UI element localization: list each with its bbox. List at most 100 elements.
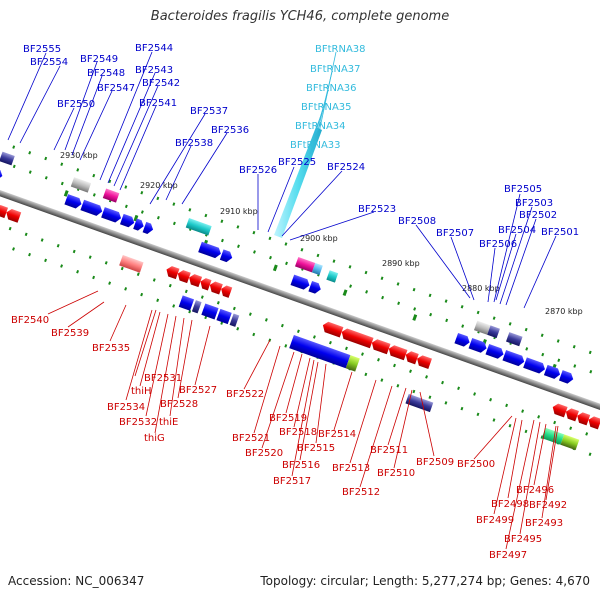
gene-label: BF2520	[245, 448, 283, 459]
gene-label: BF2544	[135, 43, 173, 54]
gene-reverse	[166, 266, 180, 280]
gene-label: BF2532	[119, 417, 157, 428]
accession-text: Accession: NC_006347	[8, 574, 145, 588]
gene-label: BF2525	[278, 157, 316, 168]
gene-forward	[523, 357, 545, 374]
gene-reverse	[552, 403, 568, 418]
gene-reverse	[341, 328, 374, 349]
gene-label: BF2541	[139, 98, 177, 109]
gene-label: BF2550	[57, 99, 95, 110]
gene-label: BF2502	[519, 210, 557, 221]
gene-label: BF2511	[370, 445, 408, 456]
gene-reverse	[209, 281, 223, 295]
ruler-label: 2870 kbp	[545, 307, 583, 316]
forward-label-group: BF2555 BF2554 BF2549 BF2548 BF2547 BF255…	[23, 43, 579, 250]
reverse-genes	[0, 205, 600, 434]
gene-reverse	[417, 355, 432, 370]
trna-label: BFtRNA36	[306, 83, 357, 94]
gene-label: BF2537	[190, 106, 228, 117]
gene-label: BF2495	[504, 534, 542, 545]
gene-label: thiE	[159, 417, 178, 428]
genome-backbone	[0, 162, 600, 438]
map-title: Bacteroides fragilis YCH46, complete gen…	[150, 9, 450, 24]
gene-label: BF2501	[541, 227, 579, 238]
gene-label: BF2492	[529, 500, 567, 511]
gene-label: BF2547	[97, 83, 135, 94]
gene-label: BF2527	[179, 385, 217, 396]
gene-reverse	[189, 274, 203, 288]
gene-label: BF2512	[342, 487, 380, 498]
trna-cluster-bar	[274, 127, 322, 238]
gene-forward	[198, 241, 221, 259]
gene-label: BF2535	[92, 343, 130, 354]
trna-label: BFtRNA34	[295, 121, 346, 132]
gene-reverse	[0, 205, 9, 219]
gene-label: BF2548	[87, 68, 125, 79]
gene-label: BF2513	[332, 463, 370, 474]
gene-label: BF2522	[226, 389, 264, 400]
gene-forward	[142, 221, 154, 234]
gene-label: BF2506	[479, 239, 517, 250]
gene-forward	[558, 370, 574, 384]
gene-reverse	[565, 408, 579, 422]
gene-label: BF2515	[297, 443, 335, 454]
forward-genes	[0, 165, 574, 384]
gene-label: BF2493	[525, 518, 563, 529]
gene-label: BF2510	[377, 468, 415, 479]
gene-label: BF2531	[144, 373, 182, 384]
gene-label: BF2524	[327, 162, 365, 173]
gene-reverse	[177, 270, 191, 284]
gene-label: BF2523	[358, 204, 396, 215]
gene-forward	[290, 274, 310, 290]
gene-label: BF2543	[135, 65, 173, 76]
forward-leaders	[7, 51, 557, 309]
gene-reverse	[577, 412, 591, 426]
reverse-leaders	[47, 290, 559, 550]
gene-reverse	[200, 278, 212, 291]
gene-reverse	[371, 339, 391, 355]
gene-label: BF2538	[175, 138, 213, 149]
gene-label: BF2517	[273, 476, 311, 487]
gene-forward	[308, 280, 321, 294]
gene-label: BF2549	[80, 54, 118, 65]
gene-forward	[219, 249, 233, 263]
gene-label: BF2534	[107, 402, 145, 413]
gene-label: BF2528	[160, 399, 198, 410]
gene-label: BF2509	[416, 457, 454, 468]
gene-forward	[64, 194, 82, 209]
gene-label: BF2516	[282, 460, 320, 471]
gene-reverse	[221, 285, 233, 298]
gene-forward	[133, 218, 144, 231]
gene-label: BF2505	[504, 184, 542, 195]
trna-label: BFtRNA33	[290, 140, 341, 151]
rna-leaders	[309, 51, 337, 155]
ruler-label: 2900 kbp	[300, 234, 338, 243]
gene-reverse	[588, 416, 600, 430]
gene-forward	[454, 332, 470, 347]
ruler-labels: 2930 kbp 2920 kbp 2910 kbp 2900 kbp 2890…	[60, 151, 583, 316]
gene-label: BF2504	[498, 225, 536, 236]
ruler-label: 2910 kbp	[220, 207, 258, 216]
gene-label: BF2555	[23, 44, 61, 55]
gene-label: BF2499	[476, 515, 514, 526]
gene-label: BF2508	[398, 216, 436, 227]
forward-feature-boxes	[0, 151, 523, 347]
gene-label: thiH	[131, 386, 152, 397]
gene-label: BF2518	[279, 427, 317, 438]
gene-forward	[502, 350, 525, 367]
gene-forward	[101, 207, 122, 223]
gene-label: BF2521	[232, 433, 270, 444]
rna-label-group: BFtRNA38 BFtRNA37 BFtRNA36 BFtRNA35 BFtR…	[290, 44, 366, 151]
ruler-label: 2930 kbp	[60, 151, 98, 160]
gene-forward	[80, 199, 103, 216]
gene-label: BF2498	[491, 499, 529, 510]
gene-label: BF2496	[516, 485, 554, 496]
reverse-feature-boxes	[0, 210, 580, 451]
ruler-label: 2880 kbp	[462, 284, 500, 293]
ruler-label: 2890 kbp	[382, 259, 420, 268]
gene-label: BF2519	[269, 413, 307, 424]
gene-reverse	[322, 321, 344, 338]
gene-forward	[485, 344, 504, 359]
